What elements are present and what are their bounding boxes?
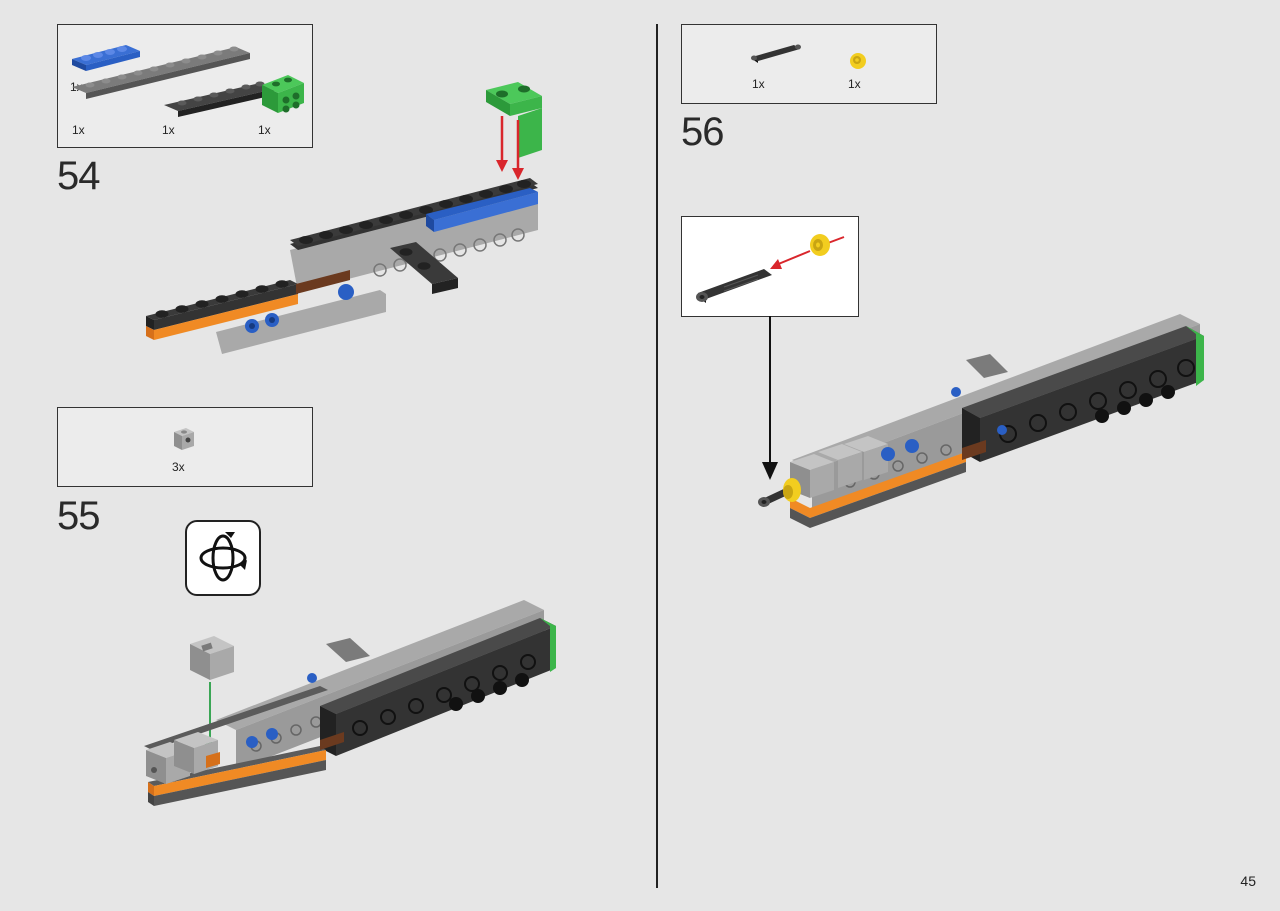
step-55-model-illustration <box>144 600 556 806</box>
step-55-part-1-qty: 3x <box>172 460 185 474</box>
step-54-part-2-qty: 1x <box>72 123 85 137</box>
step-54-parts-box: 1x 1x 1x 1x <box>57 24 313 148</box>
black-plate-1x6-icon <box>164 81 274 117</box>
yellow-bush-icon <box>850 53 866 69</box>
step-55-parts-box: 3x <box>57 407 313 487</box>
page-number: 45 <box>1240 873 1256 889</box>
step-56-part-1-qty: 1x <box>752 77 765 91</box>
step-54-part-3-qty: 1x <box>162 123 175 137</box>
step-54-model-illustration <box>146 82 542 354</box>
step-56-model-illustration <box>758 314 1204 528</box>
blue-plate-1x4-icon <box>72 45 140 71</box>
rotate-model-icon <box>185 520 261 596</box>
green-bracket-2x2-icon <box>262 75 304 113</box>
callout-pointer-arrow <box>762 316 778 480</box>
step-54-part-4-qty: 1x <box>258 123 271 137</box>
step-54-number: 54 <box>57 154 100 198</box>
step-56-part-2-qty: 1x <box>848 77 861 91</box>
page-divider <box>656 24 658 888</box>
step-56-number: 56 <box>681 110 724 154</box>
dark-grey-plate-1x10-icon <box>72 46 250 99</box>
grey-technic-block-icon <box>174 428 194 450</box>
subassembly-illustration <box>696 234 845 303</box>
step-55-number: 55 <box>57 494 100 538</box>
step-56-parts-box: 1x 1x <box>681 24 937 104</box>
black-axle-pin-icon <box>751 44 801 63</box>
step-56-subassembly-callout <box>681 216 859 317</box>
